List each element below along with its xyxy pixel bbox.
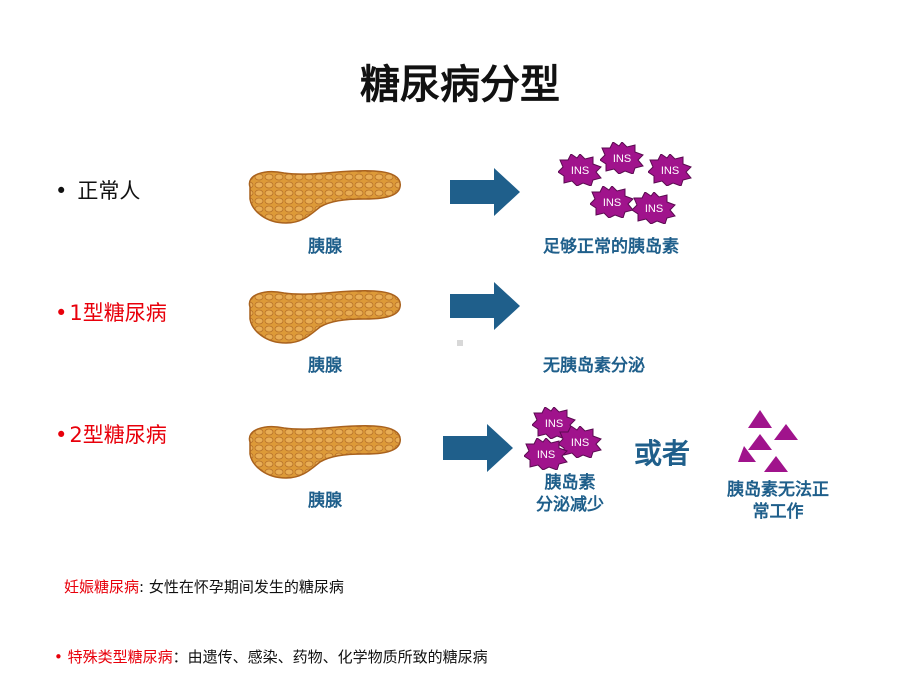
special-label: 特殊类型糖尿病 [67, 648, 173, 666]
right-arrow-icon [450, 168, 520, 216]
special-text: ：由遗传、感染、药物、化学物质所致的糖尿病 [172, 648, 488, 666]
ins-badge: INS [524, 438, 568, 470]
organ-label: 胰腺 [308, 356, 342, 376]
ins-text: INS [537, 449, 555, 461]
result-line: 分泌减少 [536, 495, 604, 515]
right-arrow-icon [450, 282, 520, 330]
ins-text: INS [545, 418, 563, 430]
row-label-text: 2型糖尿病 [69, 423, 167, 447]
organ-label: 胰腺 [308, 237, 342, 257]
pancreas-image [244, 420, 404, 482]
ins-text: INS [645, 203, 663, 215]
result-line: 胰岛素无法正 [727, 480, 829, 500]
ins-badge: INS [632, 192, 676, 224]
ins-text: INS [571, 437, 589, 449]
page-title: 糖尿病分型 [360, 62, 560, 108]
row-label-type1: •1型糖尿病 [55, 297, 167, 327]
result-label-dysfunction: 胰岛素无法正 常工作 [708, 479, 848, 523]
ins-text: INS [603, 197, 621, 209]
ins-badge: INS [648, 154, 692, 186]
result-line: 常工作 [752, 502, 804, 522]
right-arrow-icon [443, 424, 513, 472]
row-label-type2: •2型糖尿病 [55, 419, 167, 449]
ins-text: INS [571, 165, 589, 177]
bullet: • [55, 301, 68, 325]
or-label: 或者 [634, 437, 691, 470]
ins-badge: INS [558, 426, 602, 458]
ins-text: INS [661, 165, 679, 177]
gestational-label: 妊娠糖尿病 [64, 578, 140, 596]
speck [457, 340, 463, 346]
pancreas-image [244, 165, 404, 227]
ins-badge: INS [532, 407, 576, 439]
ins-text: INS [613, 153, 631, 165]
bullet: • [54, 648, 63, 666]
result-label: 足够正常的胰岛素 [543, 237, 679, 257]
gestational-text: : 女性在怀孕期间发生的糖尿病 [139, 578, 344, 596]
bullet: • [55, 179, 68, 203]
organ-label: 胰腺 [308, 491, 342, 511]
result-label-reduced: 胰岛素 分泌减少 [520, 472, 620, 516]
bullet: • [55, 423, 68, 447]
triangle-cluster-icon [738, 410, 798, 472]
row-label-normal: • 正常人 [55, 175, 140, 205]
ins-badge: INS [600, 142, 644, 174]
result-line: 胰岛素 [544, 473, 596, 493]
pancreas-image [244, 285, 404, 347]
row-label-text: 1型糖尿病 [69, 301, 167, 325]
result-label: 无胰岛素分泌 [543, 356, 645, 376]
row-label-text: 正常人 [77, 179, 141, 203]
ins-badge: INS [558, 154, 602, 186]
gestational-note: 妊娠糖尿病: 女性在怀孕期间发生的糖尿病 [64, 576, 344, 597]
ins-badge: INS [590, 186, 634, 218]
special-note: • 特殊类型糖尿病：由遗传、感染、药物、化学物质所致的糖尿病 [54, 646, 488, 667]
